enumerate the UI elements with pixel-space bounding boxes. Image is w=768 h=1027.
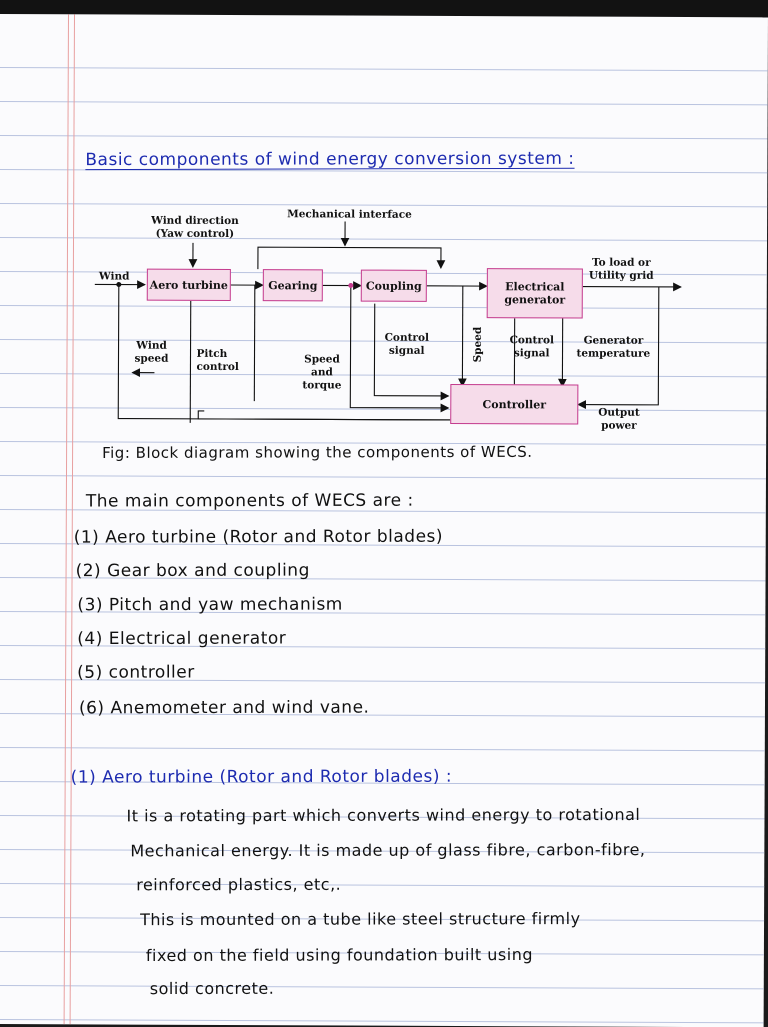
body-line: Mechanical energy. It is made up of glas… <box>130 840 645 860</box>
label-line: Wind direction <box>151 215 239 228</box>
label-line: Speed <box>302 353 341 366</box>
label-line: Output <box>598 407 640 420</box>
margin-line <box>70 14 75 1024</box>
label-line: signal <box>385 345 429 358</box>
box-line: Electrical <box>505 280 564 293</box>
label-line: temperature <box>576 348 650 361</box>
generator-temperature-label: Generator temperature <box>576 335 650 361</box>
control-signal-label: Control signal <box>385 332 429 358</box>
control-signal-label: Control signal <box>509 334 553 360</box>
aero-turbine-box: Aero turbine <box>147 269 231 301</box>
label-line: Utility grid <box>589 270 654 283</box>
page-heading: Basic components of wind energy conversi… <box>85 149 574 170</box>
output-power-label: Output power <box>598 407 640 433</box>
label-line: Pitch <box>196 348 238 361</box>
section-heading: (1) Aero turbine (Rotor and Rotor blades… <box>71 767 452 788</box>
label-line: signal <box>509 347 553 360</box>
body-line: solid concrete. <box>150 979 275 998</box>
component-item: (3) Pitch and yaw mechanism <box>77 595 342 616</box>
margin-line <box>64 14 69 1024</box>
speed-vertical-label: Speed <box>472 327 485 363</box>
to-load-label: To load or Utility grid <box>589 257 654 283</box>
label-line: speed <box>134 353 168 366</box>
label-line: control <box>196 361 238 374</box>
label-line: power <box>598 420 640 433</box>
label-line: Wind <box>135 340 169 353</box>
body-line: fixed on the field using foundation buil… <box>146 945 533 965</box>
component-item: (6) Anemometer and wind vane. <box>79 698 370 719</box>
component-item: (1) Aero turbine (Rotor and Rotor blades… <box>74 527 443 548</box>
label-line: torque <box>302 379 341 392</box>
speed-torque-label: Speed and torque <box>302 353 341 392</box>
wind-direction-label: Wind direction (Yaw control) <box>151 215 239 241</box>
mechanical-interface-label: Mechanical interface <box>287 208 412 222</box>
pitch-control-label: Pitch control <box>196 348 239 374</box>
wind-label: Wind <box>99 270 130 283</box>
body-line: This is mounted on a tube like steel str… <box>140 909 581 929</box>
label-line: and <box>302 366 341 379</box>
label-line: (Yaw control) <box>151 228 239 241</box>
gearing-box: Gearing <box>263 269 323 301</box>
coupling-box: Coupling <box>361 270 427 302</box>
label-line: Control <box>385 332 429 345</box>
label-line: To load or <box>589 257 654 270</box>
label-line: Generator <box>577 335 651 348</box>
electrical-generator-box: Electrical generator <box>487 268 583 318</box>
components-intro: The main components of WECS are : <box>86 491 414 512</box>
component-item: (5) controller <box>77 662 195 682</box>
body-line: It is a rotating part which converts win… <box>126 805 640 825</box>
notebook-page: Basic components of wind energy conversi… <box>0 14 768 1027</box>
label-line: Control <box>510 334 554 347</box>
component-item: (4) Electrical generator <box>77 629 286 650</box>
wind-speed-label: Wind speed <box>134 340 168 366</box>
box-line: generator <box>504 293 565 306</box>
wecs-block-diagram: Aero turbine Gearing Coupling Electrical… <box>94 204 695 447</box>
controller-box: Controller <box>450 384 578 425</box>
component-item: (2) Gear box and coupling <box>76 561 310 582</box>
figure-caption: Fig: Block diagram showing the component… <box>102 443 532 462</box>
body-line: reinforced plastics, etc,. <box>136 875 341 895</box>
